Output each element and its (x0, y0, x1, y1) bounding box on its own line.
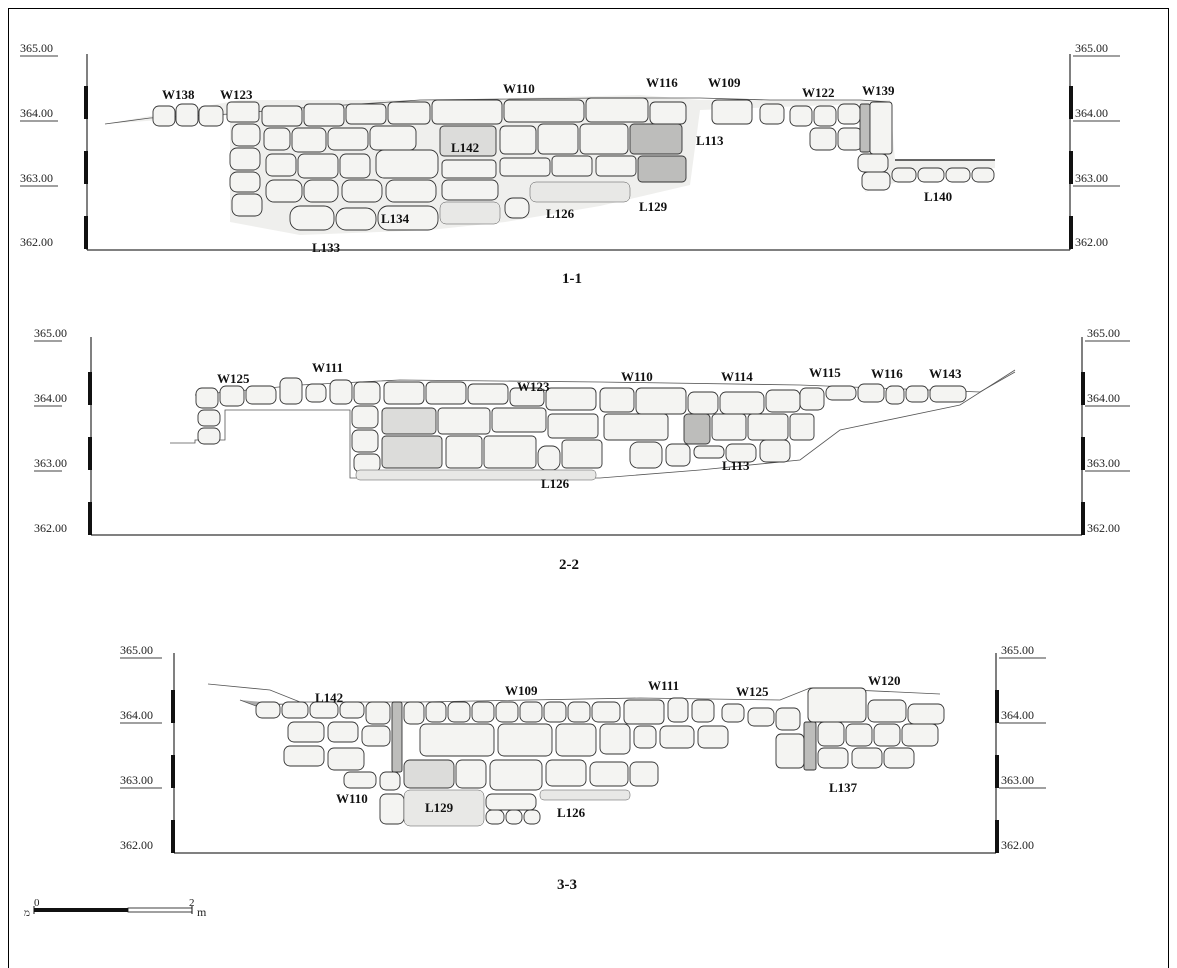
elev-label: 364.00 (34, 391, 67, 405)
elev-label: 364.00 (1075, 106, 1108, 120)
elev-label: 362.00 (1075, 235, 1108, 249)
label: L142 (315, 690, 343, 705)
label: W122 (802, 85, 835, 100)
label: W123 (517, 379, 550, 394)
elev-label: 362.00 (34, 521, 67, 535)
elev-label: 365.00 (1001, 643, 1034, 657)
scale-end: 2 (189, 897, 195, 909)
elev-label: 364.00 (1087, 391, 1120, 405)
label: W116 (871, 366, 903, 381)
elev-label: 365.00 (34, 326, 67, 340)
elev-label: 364.00 (1001, 708, 1034, 722)
drawing-frame (8, 8, 1169, 968)
label: W123 (220, 87, 253, 102)
label: W115 (809, 365, 841, 380)
label: L129 (425, 800, 454, 815)
label: W143 (929, 366, 962, 381)
elev-label: 363.00 (1075, 171, 1108, 185)
elev-label: 362.00 (120, 838, 153, 852)
label: W109 (708, 75, 741, 90)
scale-start: 0 (34, 897, 40, 909)
elev-label: 365.00 (1075, 41, 1108, 55)
scale-bar: 0 2 מ m (24, 897, 207, 919)
section-2-2: 365.00 364.00 363.00 362.00 365.00 364.0… (34, 326, 1130, 573)
scale-unit-hebrew: מ (24, 908, 30, 919)
elev-label: 362.00 (1087, 521, 1120, 535)
label: W111 (648, 678, 679, 693)
scale-unit-m: m (197, 905, 207, 919)
label: W111 (312, 360, 343, 375)
elev-label: 362.00 (1001, 838, 1034, 852)
elev-label: 365.00 (20, 41, 53, 55)
elevation-scale-right-3: 365.00 364.00 363.00 362.00 (995, 643, 1046, 853)
label: W138 (162, 87, 195, 102)
elev-label: 364.00 (120, 708, 153, 722)
label: L113 (696, 133, 724, 148)
section-title: 1-1 (562, 271, 582, 287)
label: L142 (451, 140, 479, 155)
sections-drawing: 365.00 364.00 363.00 362.00 365.00 364.0… (20, 41, 1130, 919)
masonry-3 (207, 683, 945, 827)
label: W125 (736, 684, 769, 699)
label: L133 (312, 240, 341, 255)
elev-label: 363.00 (120, 773, 153, 787)
label: W139 (862, 83, 895, 98)
label: W110 (336, 791, 368, 806)
masonry-2 (170, 369, 1016, 481)
elev-label: 365.00 (120, 643, 153, 657)
label: L134 (381, 211, 410, 226)
elevation-scale-left-2: 365.00 364.00 363.00 362.00 (34, 326, 92, 535)
label: W114 (721, 369, 753, 384)
label: L129 (639, 199, 668, 214)
elev-label: 363.00 (1087, 456, 1120, 470)
label: L126 (557, 805, 586, 820)
label: L126 (546, 206, 575, 221)
elev-label: 363.00 (20, 171, 53, 185)
label: L140 (924, 189, 952, 204)
label: W125 (217, 371, 250, 386)
elevation-scale-right-2: 365.00 364.00 363.00 362.00 (1081, 326, 1130, 535)
elev-label: 362.00 (20, 235, 53, 249)
label: W120 (868, 673, 901, 688)
label: L113 (722, 458, 750, 473)
elev-label: 363.00 (1001, 773, 1034, 787)
elev-label: 365.00 (1087, 326, 1120, 340)
label: W109 (505, 683, 538, 698)
masonry-1 (104, 95, 995, 235)
label: L126 (541, 476, 570, 491)
elev-label: 364.00 (20, 106, 53, 120)
label: W116 (646, 75, 678, 90)
label: W110 (503, 81, 535, 96)
elevation-scale-right-1: 365.00 364.00 363.00 362.00 (1069, 41, 1120, 250)
section-title: 3-3 (557, 877, 577, 893)
elev-label: 363.00 (34, 456, 67, 470)
label: W110 (621, 369, 653, 384)
elevation-scale-left-1: 365.00 364.00 363.00 362.00 (20, 41, 88, 250)
section-1-1: 365.00 364.00 363.00 362.00 365.00 364.0… (20, 41, 1120, 287)
section-3-3: 365.00 364.00 363.00 362.00 365.00 364.0… (120, 643, 1046, 893)
section-title: 2-2 (559, 557, 579, 573)
elevation-scale-left-3: 365.00 364.00 363.00 362.00 (120, 643, 175, 853)
label: L137 (829, 780, 858, 795)
